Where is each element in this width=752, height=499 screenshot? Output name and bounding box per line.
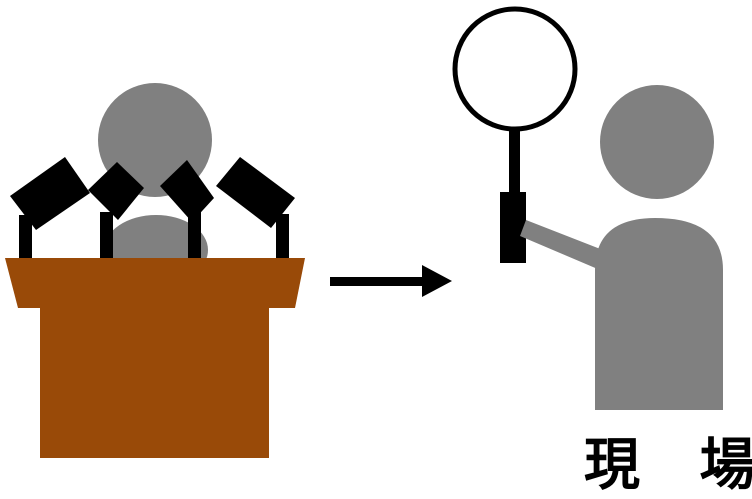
podium-icon [5,258,305,458]
microphone-icon [10,157,90,263]
investigator-head [600,85,714,199]
investigator-arm [520,220,608,270]
microphone-icon [216,157,295,264]
investigator-body [595,218,723,410]
caption-genba: 現 場 [584,432,752,499]
magnifying-glass-icon [455,9,575,263]
lens [455,9,575,129]
glass-shaft [509,128,520,194]
glass-handle [500,192,526,263]
podium-top [5,258,305,308]
podium-stand [40,306,269,458]
arrow-right-icon [330,265,452,297]
investigator-person-icon [520,85,723,410]
